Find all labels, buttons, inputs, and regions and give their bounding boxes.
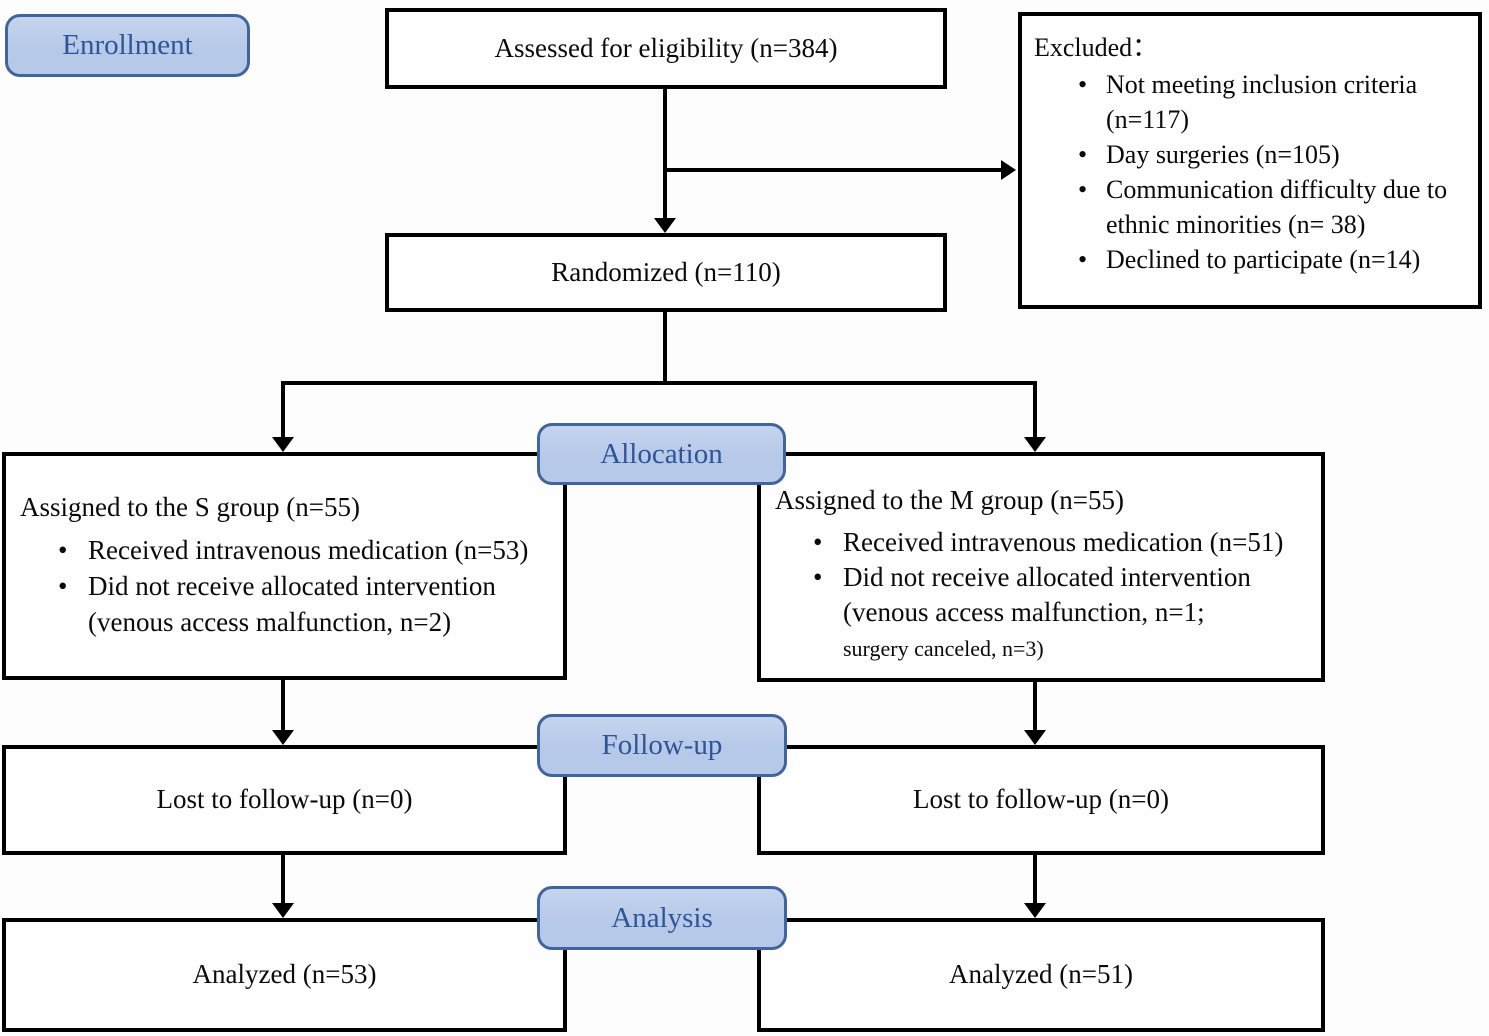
randomized-box: Randomized (n=110) xyxy=(385,233,947,312)
connector-split-left xyxy=(281,381,285,438)
connector-mgroup-to-followup xyxy=(1033,682,1037,731)
connector-assessed-to-randomized xyxy=(663,88,667,220)
excluded-box: Excluded： •Not meeting inclusion criteri… xyxy=(1018,12,1482,309)
stage-badge-enrollment-label: Enrollment xyxy=(62,29,193,61)
analysis-left-box: Analyzed (n=53) xyxy=(2,918,567,1032)
bullet-icon: • xyxy=(1078,70,1088,99)
m-group-item: •Received intravenous medication (n=51) xyxy=(813,525,1313,560)
followup-left-box: Lost to follow-up (n=0) xyxy=(2,745,567,855)
connector-split-right xyxy=(1033,381,1037,438)
connector-sgroup-to-followup xyxy=(281,680,285,731)
bullet-icon: • xyxy=(58,571,68,602)
arrowhead-down-icon xyxy=(1024,730,1046,745)
bullet-icon: • xyxy=(1078,245,1088,274)
excluded-item: •Day surgeries (n=105) xyxy=(1078,137,1454,172)
connector-randomized-stem xyxy=(663,312,667,383)
excluded-list: •Not meeting inclusion criteria (n=117) … xyxy=(1034,65,1472,277)
followup-right-text: Lost to follow-up (n=0) xyxy=(913,784,1169,815)
arrowhead-down-icon xyxy=(272,903,294,918)
stage-badge-allocation-label: Allocation xyxy=(600,437,723,470)
arrowhead-down-icon xyxy=(272,730,294,745)
analysis-left-text: Analyzed (n=53) xyxy=(192,959,377,990)
excluded-item: •Not meeting inclusion criteria (n=117) xyxy=(1078,67,1454,137)
arrowhead-right-icon xyxy=(1001,160,1016,180)
assessed-box: Assessed for eligibility (n=384) xyxy=(385,8,947,89)
connector-split-horizontal xyxy=(281,381,1037,385)
m-group-item: •Did not receive allocated intervention(… xyxy=(813,562,1251,662)
s-group-title: Assigned to the S group (n=55) xyxy=(20,492,360,522)
bullet-icon: • xyxy=(813,527,823,558)
analysis-right-text: Analyzed (n=51) xyxy=(949,959,1133,990)
arrowhead-down-icon xyxy=(1024,437,1046,452)
bullet-icon: • xyxy=(58,535,68,566)
m-group-title: Assigned to the M group (n=55) xyxy=(775,485,1124,515)
arrowhead-down-icon xyxy=(1024,903,1046,918)
excluded-item: •Declined to participate (n=14) xyxy=(1078,242,1454,277)
stage-badge-followup: Follow-up xyxy=(537,714,787,777)
bullet-icon: • xyxy=(1078,175,1088,204)
bullet-icon: • xyxy=(813,562,823,593)
assessed-box-text: Assessed for eligibility (n=384) xyxy=(494,32,838,63)
followup-left-text: Lost to follow-up (n=0) xyxy=(156,784,413,815)
s-group-item: •Received intravenous medication (n=53) xyxy=(58,532,555,568)
stage-badge-followup-label: Follow-up xyxy=(601,729,723,761)
stage-badge-analysis-label: Analysis xyxy=(611,901,713,934)
connector-followup-to-analysis-right xyxy=(1033,855,1037,904)
m-group-box: Assigned to the M group (n=55) •Received… xyxy=(757,452,1325,682)
connector-followup-to-analysis-left xyxy=(281,855,285,904)
arrowhead-down-icon xyxy=(654,218,676,233)
bullet-icon: • xyxy=(1078,140,1088,169)
randomized-box-text: Randomized (n=110) xyxy=(551,256,781,287)
followup-right-box: Lost to follow-up (n=0) xyxy=(757,745,1325,855)
excluded-box-title: Excluded： xyxy=(1034,33,1159,62)
stage-badge-allocation: Allocation xyxy=(537,423,786,485)
s-group-list: •Received intravenous medication (n=53) … xyxy=(20,525,555,640)
s-group-box: Assigned to the S group (n=55) •Received… xyxy=(2,452,567,680)
connector-to-excluded xyxy=(665,168,1002,172)
stage-badge-enrollment: Enrollment xyxy=(5,14,250,77)
excluded-item: •Communication difficulty due to ethnic … xyxy=(1078,172,1454,242)
arrowhead-down-icon xyxy=(272,437,294,452)
s-group-item: •Did not receive allocated intervention(… xyxy=(58,568,555,640)
m-group-list: •Received intravenous medication (n=51) … xyxy=(775,518,1313,666)
stage-badge-analysis: Analysis xyxy=(537,886,787,950)
analysis-right-box: Analyzed (n=51) xyxy=(757,918,1325,1032)
